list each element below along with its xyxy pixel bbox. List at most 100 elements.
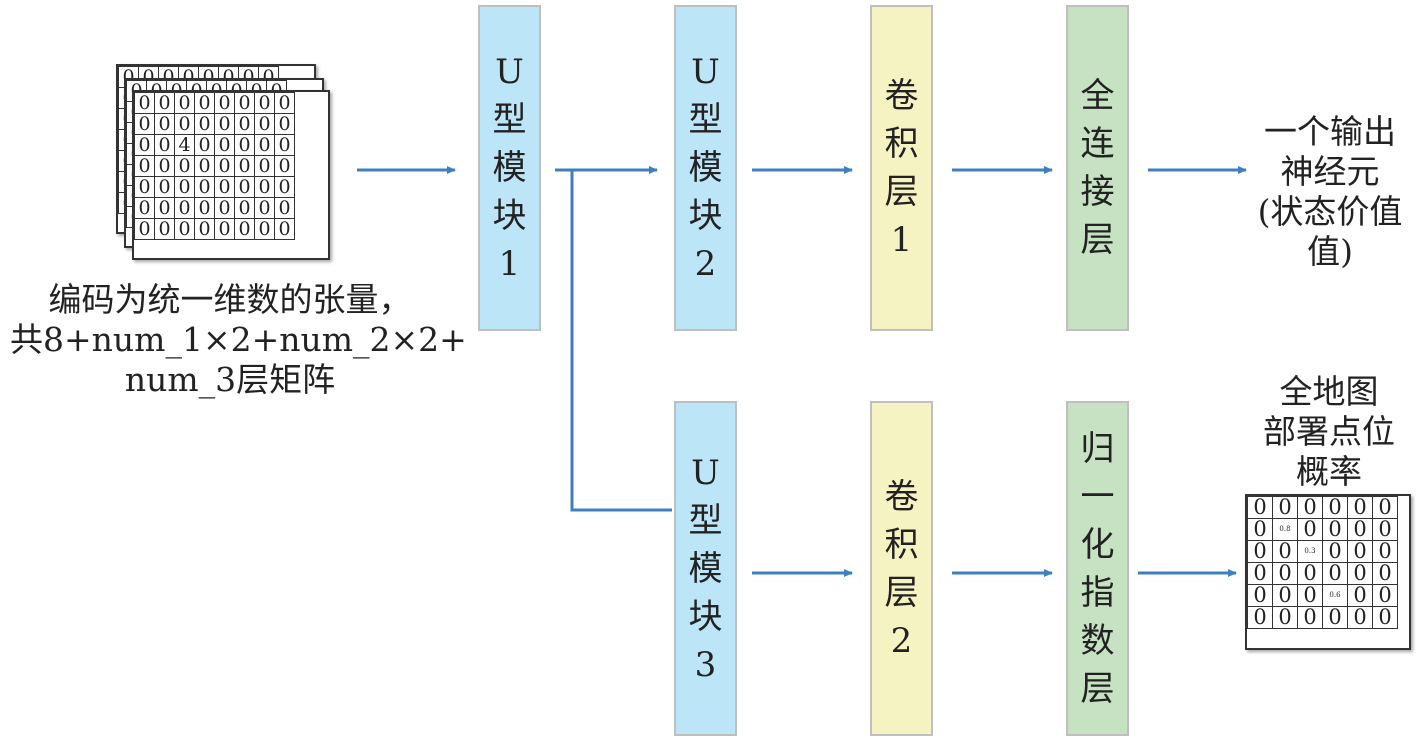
matrix-cell: 0: [1247, 562, 1273, 585]
matrix-cell: 0: [1247, 584, 1273, 607]
layer-label-char: 1: [890, 220, 913, 260]
layer-label-char: 归: [1080, 428, 1115, 469]
layer-label-char: 全: [1080, 76, 1115, 116]
matrix-cell: 0: [214, 113, 235, 135]
matrix-cell: 0: [194, 218, 215, 240]
input-caption: 编码为统一维数的张量， 共8+num_1×2+num_2×2+ num_3层矩阵: [10, 280, 467, 400]
matrix-cell: 4: [174, 134, 195, 156]
matrix-cell: 0: [254, 92, 275, 114]
matrix-cell: 0: [1272, 496, 1298, 519]
value-output-line: 神经元: [1280, 152, 1380, 191]
layer-label-char: 层: [1080, 668, 1115, 709]
matrix-cell: 0: [154, 197, 175, 219]
matrix-cell: 0: [134, 197, 155, 219]
matrix-cell: 0: [154, 218, 175, 240]
matrix-cell: 0: [174, 176, 195, 198]
layer-label-char: 型: [492, 100, 527, 140]
layer-label-char: 一: [1080, 476, 1115, 517]
policy-output-line: 概率: [1296, 452, 1362, 491]
matrix-cell: 0: [1297, 496, 1323, 519]
matrix-cell: 0: [134, 134, 155, 156]
matrix-cell: 0: [214, 134, 235, 156]
matrix-cell: 0: [154, 113, 175, 135]
layer-label-char: 卷: [884, 476, 919, 517]
matrix-cell: 0: [174, 218, 195, 240]
matrix-cell: 0: [154, 155, 175, 177]
fully-connected-layer: 全连接层: [1066, 5, 1129, 331]
matrix-cell: 0: [194, 176, 215, 198]
matrix-cell: 0: [154, 176, 175, 198]
matrix-cell: 0: [174, 155, 195, 177]
softmax-layer: 归一化指数层: [1066, 401, 1129, 736]
layer-label-char: 化: [1080, 524, 1115, 565]
layer-label-char: 连: [1080, 124, 1115, 164]
matrix-cell: 0: [1272, 540, 1298, 563]
matrix-cell: 0: [1247, 606, 1273, 629]
matrix-cell: 0: [234, 197, 255, 219]
layer-label-char: 3: [694, 644, 717, 685]
matrix-cell: 0: [254, 218, 275, 240]
matrix-cell: 0: [154, 134, 175, 156]
input-caption-line: 编码为统一维数的张量，: [48, 280, 412, 319]
value-output-line: (状态价值: [1257, 192, 1403, 231]
layer-label-char: 块: [492, 196, 527, 236]
input-caption-line: 共8+num_1×2+num_2×2+: [10, 320, 467, 359]
layer-label-char: 接: [1080, 172, 1115, 212]
arrow-u1-to-u3: [570, 170, 672, 512]
matrix-cell: 0: [274, 197, 295, 219]
layer-label-char: 积: [884, 124, 919, 164]
policy-output-line: 部署点位: [1263, 412, 1395, 451]
matrix-cell: 0: [1347, 606, 1373, 629]
layer-label-char: 模: [688, 148, 723, 188]
matrix-cell: 0: [254, 155, 275, 177]
matrix-cell: 0: [1322, 606, 1348, 629]
matrix-cell: 0: [234, 218, 255, 240]
matrix-cell: 0: [1347, 562, 1373, 585]
matrix-cell: 0: [274, 155, 295, 177]
matrix-cell: 0: [1322, 562, 1348, 585]
layer-label-char: 数: [1080, 620, 1115, 661]
matrix-cell: 0: [1372, 584, 1398, 607]
matrix-cell: 0: [214, 218, 235, 240]
matrix-cell: 0: [214, 176, 235, 198]
layer-label-char: 指: [1080, 572, 1115, 613]
matrix-cell: 0: [1347, 540, 1373, 563]
matrix-cell: 0: [194, 92, 215, 114]
matrix-cell: 0: [234, 92, 255, 114]
matrix-cell: 0.6: [1322, 584, 1348, 607]
matrix-cell: 0: [234, 113, 255, 135]
matrix-cell: 0: [1347, 496, 1373, 519]
layer-label-char: 2: [890, 620, 913, 661]
value-output-label: 一个输出 神经元 (状态价值 值): [1244, 112, 1416, 272]
layer-label-char: 块: [688, 196, 723, 236]
matrix-cell: 0.8: [1272, 518, 1298, 541]
matrix-cell: 0: [254, 197, 275, 219]
layer-label-char: U: [691, 52, 720, 92]
matrix-cell: 0: [274, 218, 295, 240]
value-output-line: 一个输出: [1264, 112, 1396, 151]
layer-label-char: 2: [694, 244, 717, 284]
layer-label-char: 模: [492, 148, 527, 188]
matrix-cell: 0: [174, 92, 195, 114]
matrix-cell: 0: [1247, 496, 1273, 519]
matrix-cell: 0: [1322, 496, 1348, 519]
matrix-cell: 0: [1297, 606, 1323, 629]
matrix-cell: 0: [134, 176, 155, 198]
matrix-cell: 0: [134, 155, 155, 177]
matrix-cell: 0: [134, 218, 155, 240]
matrix-cell: 0: [194, 134, 215, 156]
matrix-cell: 0: [194, 155, 215, 177]
matrix-cell: 0: [1272, 584, 1298, 607]
